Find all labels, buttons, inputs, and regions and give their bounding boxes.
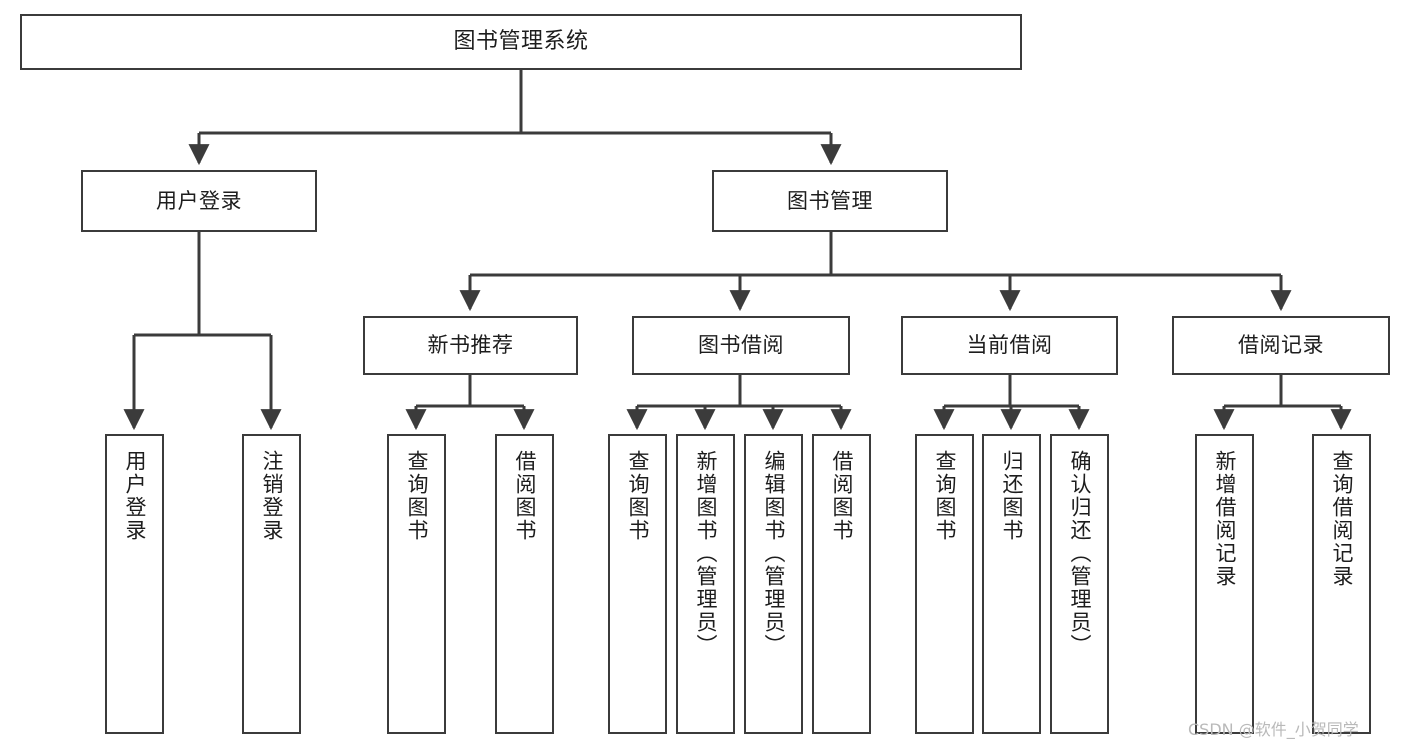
- leaf-borrow-record-add-record[interactable]: 新增借阅记录: [1195, 434, 1254, 734]
- node-label: 查询图书: [933, 450, 957, 542]
- node-label: 确认归还（管理员）: [1068, 450, 1092, 657]
- leaf-book-borrow-add-book-admin[interactable]: 新增图书（管理员）: [676, 434, 735, 734]
- node-label: 借阅图书: [830, 450, 854, 542]
- node-label: 编辑图书（管理员）: [762, 450, 786, 657]
- node-root-book-management-system[interactable]: 图书管理系统: [20, 14, 1022, 70]
- node-label: 新增借阅记录: [1213, 450, 1237, 588]
- node-label: 新书推荐: [427, 333, 514, 358]
- node-label: 借阅图书: [513, 450, 537, 542]
- node-label: 图书借阅: [698, 333, 784, 358]
- leaf-user-login-login[interactable]: 用户登录: [105, 434, 164, 734]
- leaf-current-borrow-confirm-return-admin[interactable]: 确认归还（管理员）: [1050, 434, 1109, 734]
- csdn-watermark: CSDN @软件_小贺同学: [1188, 720, 1359, 739]
- node-label: 查询图书: [626, 450, 650, 542]
- node-label: 注销登录: [260, 450, 284, 542]
- node-label: 用户登录: [156, 188, 242, 213]
- node-label: 图书管理: [787, 188, 873, 213]
- node-new-book-recommend[interactable]: 新书推荐: [363, 316, 578, 375]
- node-label: 借阅记录: [1238, 333, 1324, 358]
- node-label: 归还图书: [1000, 450, 1024, 542]
- node-current-borrow[interactable]: 当前借阅: [901, 316, 1118, 375]
- node-label: 查询借阅记录: [1330, 450, 1354, 588]
- node-book-management[interactable]: 图书管理: [712, 170, 948, 232]
- node-book-borrow[interactable]: 图书借阅: [632, 316, 850, 375]
- node-label: 查询图书: [405, 450, 429, 542]
- leaf-user-login-logout[interactable]: 注销登录: [242, 434, 301, 734]
- leaf-book-borrow-edit-book-admin[interactable]: 编辑图书（管理员）: [744, 434, 803, 734]
- node-label: 新增图书（管理员）: [694, 450, 718, 657]
- node-borrow-record[interactable]: 借阅记录: [1172, 316, 1390, 375]
- node-label: 当前借阅: [966, 333, 1053, 358]
- leaf-current-borrow-return-book[interactable]: 归还图书: [982, 434, 1041, 734]
- leaf-new-book-query-book[interactable]: 查询图书: [387, 434, 446, 734]
- leaf-new-book-borrow-book[interactable]: 借阅图书: [495, 434, 554, 734]
- node-label: 图书管理系统: [453, 29, 589, 55]
- leaf-book-borrow-query-book[interactable]: 查询图书: [608, 434, 667, 734]
- leaf-book-borrow-borrow-book[interactable]: 借阅图书: [812, 434, 871, 734]
- node-label: 用户登录: [123, 450, 147, 542]
- node-user-login[interactable]: 用户登录: [81, 170, 317, 232]
- leaf-borrow-record-query-record[interactable]: 查询借阅记录: [1312, 434, 1371, 734]
- leaf-current-borrow-query-book[interactable]: 查询图书: [915, 434, 974, 734]
